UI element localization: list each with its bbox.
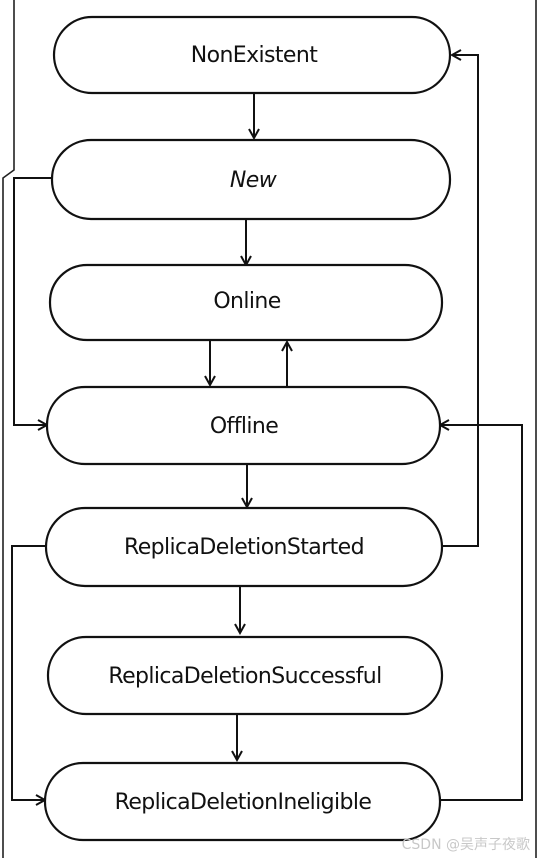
edge-replica-deletion-ineligible-to-offline xyxy=(440,425,523,801)
edge-new-to-offline xyxy=(13,177,55,425)
state-replica-deletion-successful: ReplicaDeletionSuccessful xyxy=(46,635,444,716)
state-label-replica-deletion-successful: ReplicaDeletionSuccessful xyxy=(108,664,381,689)
state-label-replica-deletion-ineligible: ReplicaDeletionIneligible xyxy=(115,790,372,815)
state-new: New xyxy=(50,138,452,221)
state-label-online: Online xyxy=(213,289,280,314)
state-label-nonexistent: NonExistent xyxy=(191,43,318,68)
state-nonexistent: NonExistent xyxy=(52,15,452,95)
state-label-new: New xyxy=(230,168,278,193)
edge-replica-deletion-started-to-replica-deletion-ineligible xyxy=(11,545,50,800)
figure-frame-left xyxy=(2,0,15,858)
state-replica-deletion-started: ReplicaDeletionStarted xyxy=(44,506,444,588)
state-offline: Offline xyxy=(45,385,442,466)
state-label-replica-deletion-started: ReplicaDeletionStarted xyxy=(124,535,364,560)
edge-replica-deletion-started-to-nonexistent xyxy=(442,55,479,547)
state-online: Online xyxy=(48,263,444,342)
watermark-text: CSDN @吴声子夜歌 xyxy=(401,837,530,853)
state-label-offline: Offline xyxy=(210,414,278,439)
state-replica-deletion-ineligible: ReplicaDeletionIneligible xyxy=(43,761,442,842)
